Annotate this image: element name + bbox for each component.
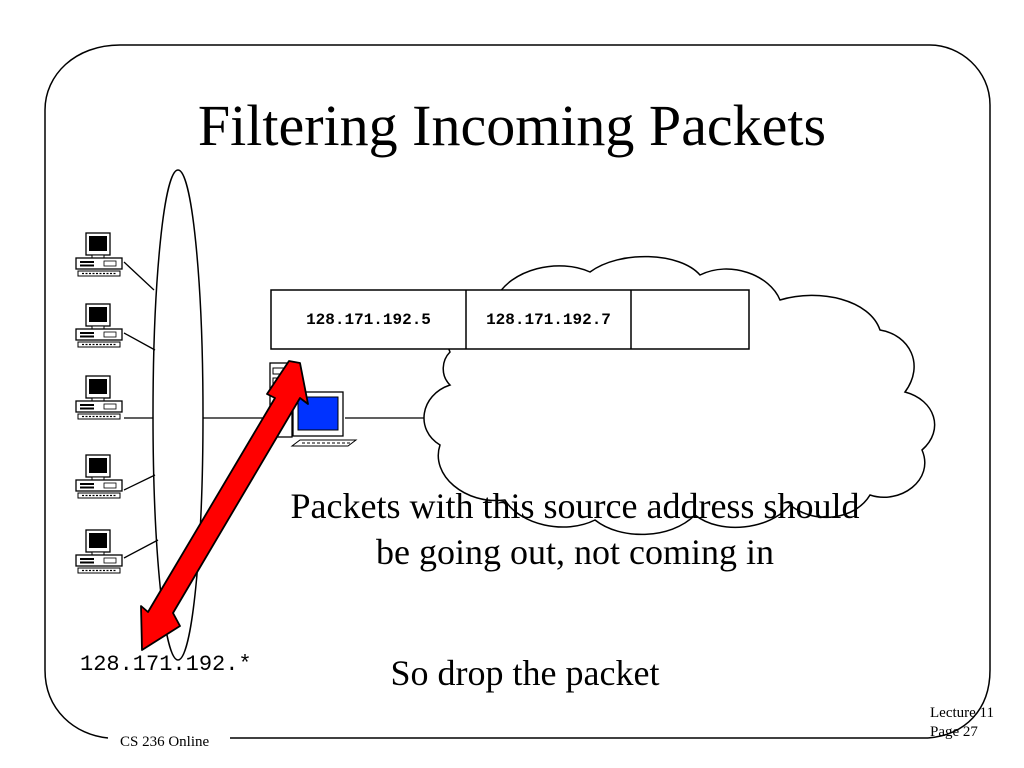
course-footer: CS 236 Online	[118, 734, 212, 751]
slide-title: Filtering Incoming Packets	[197, 93, 827, 158]
slide-frame	[44, 44, 991, 739]
desktop-computer-icon	[75, 375, 123, 420]
lecture-number: Lecture 11	[930, 705, 994, 721]
lan-ellipse	[152, 169, 204, 661]
desktop-computer-icon	[75, 454, 123, 499]
packet-field-payload	[631, 293, 749, 348]
packet-header-box	[270, 289, 750, 350]
desktop-computer-icon	[75, 529, 123, 574]
page-footer: Lecture 11 Page 27	[930, 704, 994, 742]
packet-field-source: 128.171.192.5	[306, 311, 431, 329]
subnet-label: 128.171.192.*	[80, 652, 252, 677]
double-arrow-icon	[140, 360, 309, 651]
explanation-text: Packets with this source address should …	[290, 486, 860, 572]
desktop-computer-icon	[75, 232, 123, 277]
action-text: So drop the packet	[390, 653, 660, 693]
page-number: Page 27	[930, 724, 978, 740]
packet-field-destination: 128.171.192.7	[486, 311, 611, 329]
lan-links	[123, 261, 430, 559]
desktop-computer-icon	[75, 303, 123, 348]
